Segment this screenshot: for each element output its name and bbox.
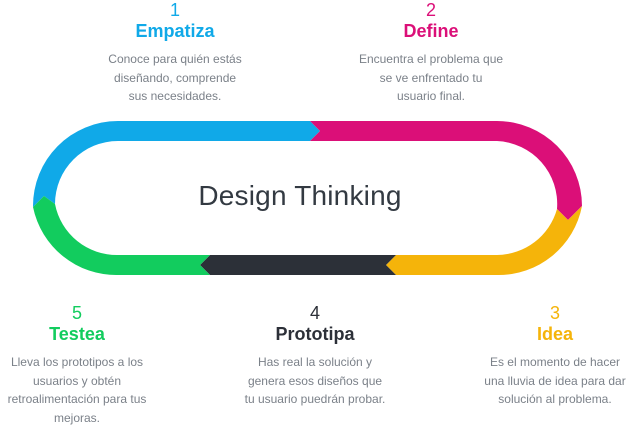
- description-line: mejoras.: [0, 409, 172, 427]
- step-define: 2 Define Encuentra el problema que se ve…: [336, 0, 526, 106]
- step-number: 5: [0, 303, 172, 323]
- description-line: se ve enfrentado tu: [336, 69, 526, 88]
- step-title: Define: [336, 20, 526, 42]
- step-number: 3: [460, 303, 632, 323]
- description-line: usuario final.: [336, 87, 526, 106]
- description-line: solución al problema.: [460, 390, 632, 409]
- step-number: 2: [336, 0, 526, 20]
- description-line: usuarios y obtén: [0, 372, 172, 391]
- step-description: Lleva los prototipos a los usuarios y ob…: [0, 353, 172, 427]
- description-line: Has real la solución y: [220, 353, 410, 372]
- step-prototipa: 4 Prototipa Has real la solución y gener…: [220, 303, 410, 409]
- description-line: retroalimentación para tus: [0, 390, 172, 409]
- description-line: tu usuario puedrán probar.: [220, 390, 410, 409]
- diagram-title: Design Thinking: [100, 180, 500, 212]
- step-title: Idea: [460, 323, 632, 345]
- step-description: Encuentra el problema que se ve enfrenta…: [336, 50, 526, 106]
- step-idea: 3 Idea Es el momento de hacer una lluvia…: [460, 303, 632, 409]
- segment-idea: [386, 206, 582, 275]
- step-title: Prototipa: [220, 323, 410, 345]
- description-line: una lluvia de idea para dar: [460, 372, 632, 391]
- step-title: Testea: [0, 323, 172, 345]
- step-description: Has real la solución y genera esos diseñ…: [220, 353, 410, 409]
- description-line: Lleva los prototipos a los: [0, 353, 172, 372]
- step-number: 1: [80, 0, 270, 20]
- step-empatiza: 1 Empatiza Conoce para quién estás diseñ…: [80, 0, 270, 106]
- description-line: Encuentra el problema que: [336, 50, 526, 69]
- step-description: Conoce para quién estás diseñando, compr…: [80, 50, 270, 106]
- step-title: Empatiza: [80, 20, 270, 42]
- step-testea: 5 Testea Lleva los prototipos a los usua…: [0, 303, 172, 427]
- description-line: genera esos diseños que: [220, 372, 410, 391]
- description-line: Es el momento de hacer: [460, 353, 632, 372]
- description-line: Conoce para quién estás: [80, 50, 270, 69]
- description-line: diseñando, comprende: [80, 69, 270, 88]
- step-description: Es el momento de hacer una lluvia de ide…: [460, 353, 632, 409]
- segment-prototipa: [200, 255, 396, 275]
- description-line: sus necesidades.: [80, 87, 270, 106]
- step-number: 4: [220, 303, 410, 323]
